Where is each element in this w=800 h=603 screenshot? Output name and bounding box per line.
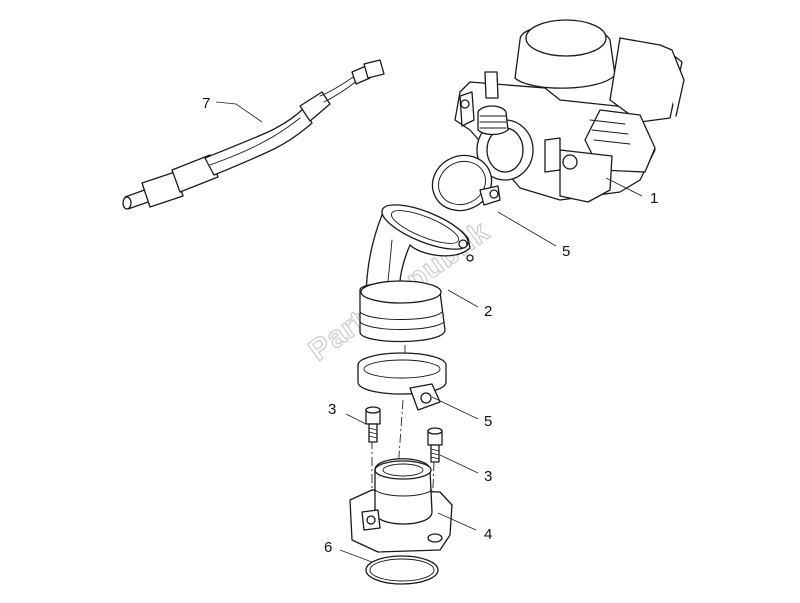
leader-lines — [215, 101, 643, 563]
screw-right-part[interactable] — [427, 427, 443, 463]
callout-labels: 1 2 3 3 4 5 5 6 7 — [202, 95, 658, 556]
clamp-lower-part[interactable] — [357, 352, 447, 411]
callout-label-clamp-lower: 5 — [484, 413, 492, 430]
callout-label-o-ring: 6 — [324, 539, 332, 556]
choke-cable-part[interactable] — [122, 59, 385, 210]
intake-manifold-part[interactable] — [359, 196, 474, 343]
insulator-flange-part[interactable] — [349, 458, 453, 553]
clamp-upper-part[interactable] — [423, 146, 501, 220]
callout-label-screw-left: 3 — [328, 401, 336, 418]
screw-left-part[interactable] — [365, 406, 381, 443]
o-ring-part[interactable] — [365, 555, 439, 585]
callout-label-choke-cable: 7 — [202, 95, 210, 112]
callout-label-screw-right: 3 — [484, 468, 492, 485]
carburettor-part[interactable] — [454, 19, 685, 203]
callout-label-insulator-flange: 4 — [484, 526, 492, 543]
callout-label-intake-manifold: 2 — [484, 303, 492, 320]
callout-label-carburettor: 1 — [650, 190, 658, 207]
callout-label-clamp-upper: 5 — [562, 243, 570, 260]
